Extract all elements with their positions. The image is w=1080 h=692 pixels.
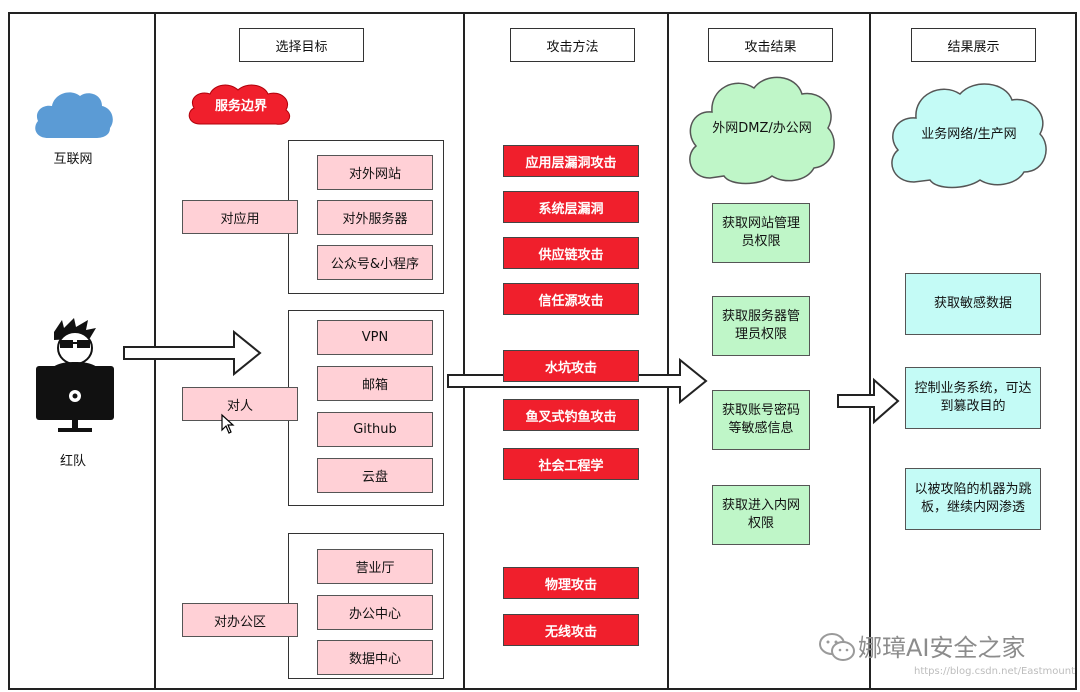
arrow-to-display xyxy=(837,377,900,425)
column-divider xyxy=(667,12,669,690)
dmz-cloud xyxy=(689,76,835,185)
target-group-app: 对应用 xyxy=(182,200,298,234)
target-item-email: 邮箱 xyxy=(317,366,433,401)
column-divider xyxy=(869,12,871,690)
header-result-display: 结果展示 xyxy=(911,28,1036,62)
target-item-vpn: VPN xyxy=(317,320,433,355)
method-spear-phishing: 鱼叉式钓鱼攻击 xyxy=(503,399,639,431)
method-social-engineering: 社会工程学 xyxy=(503,448,639,480)
target-item-data-center: 数据中心 xyxy=(317,640,433,675)
internet-label: 互联网 xyxy=(53,152,93,167)
target-item-website: 对外网站 xyxy=(317,155,433,190)
header-attack-result: 攻击结果 xyxy=(708,28,833,62)
dmz-cloud-label: 外网DMZ/办公网 xyxy=(712,120,812,136)
result-website-admin: 获取网站管理员权限 xyxy=(712,203,810,263)
target-item-server: 对外服务器 xyxy=(317,200,433,235)
method-app-vuln: 应用层漏洞攻击 xyxy=(503,145,639,177)
watermark-brand: 娜璋AI安全之家 xyxy=(858,634,1026,662)
service-boundary-cloud xyxy=(188,84,291,125)
method-watering-hole: 水坑攻击 xyxy=(503,350,639,382)
production-cloud xyxy=(891,83,1047,189)
target-item-office-center: 办公中心 xyxy=(317,595,433,630)
target-item-github: Github xyxy=(317,412,433,447)
cursor-icon xyxy=(221,413,235,434)
service-boundary-label: 服务边界 xyxy=(214,98,267,114)
internet-cloud-icon xyxy=(35,92,113,138)
display-control-system: 控制业务系统，可达到篡改目的 xyxy=(905,367,1041,429)
target-group-office: 对办公区 xyxy=(182,603,298,637)
header-select-target: 选择目标 xyxy=(239,28,364,62)
method-physical: 物理攻击 xyxy=(503,567,639,599)
display-sensitive-data: 获取敏感数据 xyxy=(905,273,1041,335)
diagram-frame xyxy=(8,12,1077,690)
method-wireless: 无线攻击 xyxy=(503,614,639,646)
result-server-admin: 获取服务器管理员权限 xyxy=(712,296,810,356)
target-item-cloud-disk: 云盘 xyxy=(317,458,433,493)
target-group-people: 对人 xyxy=(182,387,298,421)
redteam-label: 红队 xyxy=(59,454,86,469)
watermark-url: https://blog.csdn.net/Eastmount xyxy=(913,666,1075,677)
target-item-miniprogram: 公众号&小程序 xyxy=(317,245,433,280)
header-attack-method: 攻击方法 xyxy=(510,28,635,62)
method-supply-chain: 供应链攻击 xyxy=(503,237,639,269)
production-cloud-label: 业务网络/生产网 xyxy=(921,126,1017,142)
column-divider xyxy=(463,12,465,690)
method-trust-source: 信任源攻击 xyxy=(503,283,639,315)
hacker-icon xyxy=(36,318,114,432)
result-intranet-access: 获取进入内网权限 xyxy=(712,485,810,545)
result-credentials: 获取账号密码等敏感信息 xyxy=(712,390,810,450)
target-item-business-hall: 营业厅 xyxy=(317,549,433,584)
arrow-to-targets xyxy=(123,329,262,377)
wechat-icon xyxy=(819,633,855,661)
method-system-vuln: 系统层漏洞 xyxy=(503,191,639,223)
display-pivot-intranet: 以被攻陷的机器为跳板，继续内网渗透 xyxy=(905,468,1041,530)
